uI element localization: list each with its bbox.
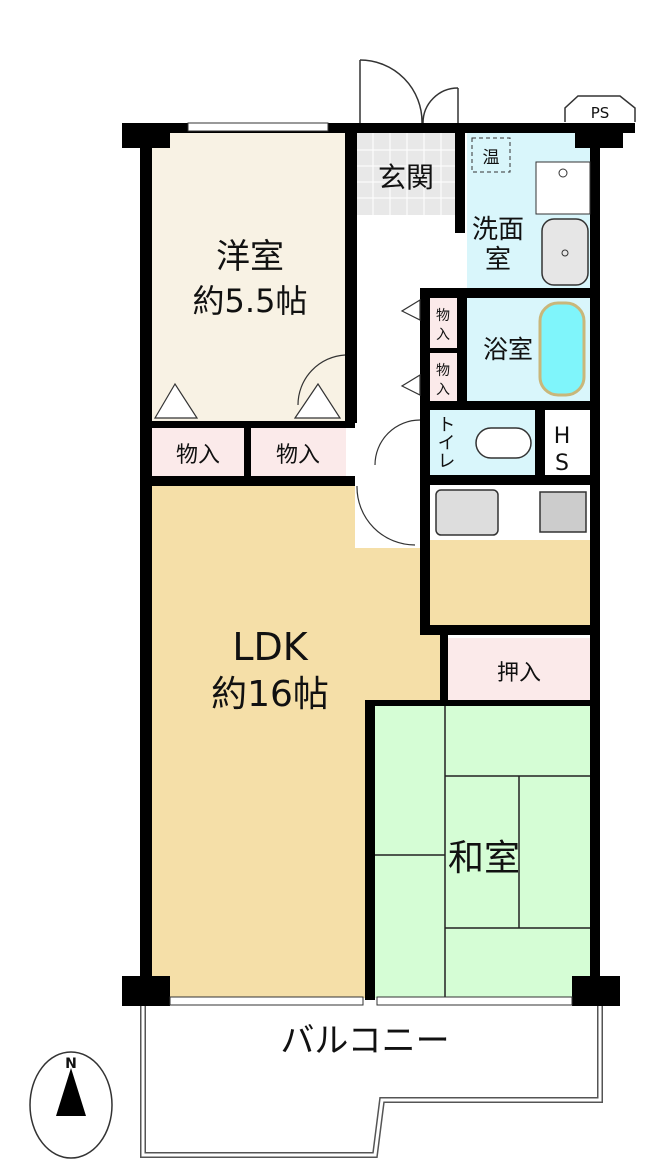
- washroom-label-2: 室: [485, 245, 511, 275]
- north-label: N: [65, 1056, 77, 1072]
- north-arrow-icon: [56, 1068, 86, 1116]
- water-heater-label: 温: [483, 148, 500, 168]
- windows: [169, 122, 573, 1006]
- washroom-label-1: 洗面: [472, 215, 524, 245]
- western-room-name: 洋室: [216, 237, 284, 277]
- room-doors: [297, 354, 421, 546]
- closet-1-label: 物入: [176, 443, 220, 468]
- ldk-name: LDK: [232, 625, 308, 669]
- western-room: [152, 133, 350, 421]
- bath-label: 浴室: [483, 335, 533, 364]
- ps-shaft: PS: [564, 95, 636, 122]
- hs-label-1: H: [554, 424, 571, 449]
- closet-4-label-1: 物: [436, 363, 450, 379]
- kitchen-area: [430, 540, 590, 625]
- closet-4: [430, 353, 457, 401]
- closet-1: [152, 428, 244, 476]
- tatami-lines: [375, 705, 590, 998]
- ps-label: PS: [591, 104, 610, 122]
- entrance-door-icon: [359, 59, 459, 124]
- japanese-room-name: 和室: [448, 838, 520, 879]
- toilet-label: トイレ: [435, 415, 456, 469]
- sink-icon: [541, 218, 589, 286]
- closet-3-label-2: 入: [436, 327, 450, 343]
- oshiire-closet: [448, 638, 590, 700]
- closet-3: [430, 298, 457, 348]
- entrance-tiles: [357, 133, 455, 215]
- western-room-size: 約5.5帖: [193, 282, 308, 320]
- closet-2-label: 物入: [276, 443, 320, 468]
- washing-machine-icon: [535, 161, 591, 215]
- ldk-room: [152, 486, 440, 998]
- water-heater-icon: [471, 137, 511, 173]
- closet-doors: [153, 298, 421, 419]
- bathtub-icon: [538, 301, 586, 397]
- balcony-label: バルコニー: [280, 1021, 449, 1061]
- hs-label-2: S: [555, 451, 569, 476]
- kitchen-sink-icon: [435, 489, 499, 536]
- stove-icon: [539, 491, 587, 533]
- toilet-icon: [475, 427, 532, 459]
- ldk-size: 約16帖: [211, 674, 329, 715]
- compass: N: [29, 1051, 113, 1159]
- entrance-label: 玄関: [378, 161, 434, 194]
- closet-4-label-2: 入: [436, 382, 450, 398]
- oshiire-label: 押入: [497, 661, 541, 686]
- walls: [122, 123, 635, 1006]
- japanese-room: [375, 705, 590, 998]
- closet-3-label-1: 物: [436, 308, 450, 324]
- closet-2: [251, 428, 346, 476]
